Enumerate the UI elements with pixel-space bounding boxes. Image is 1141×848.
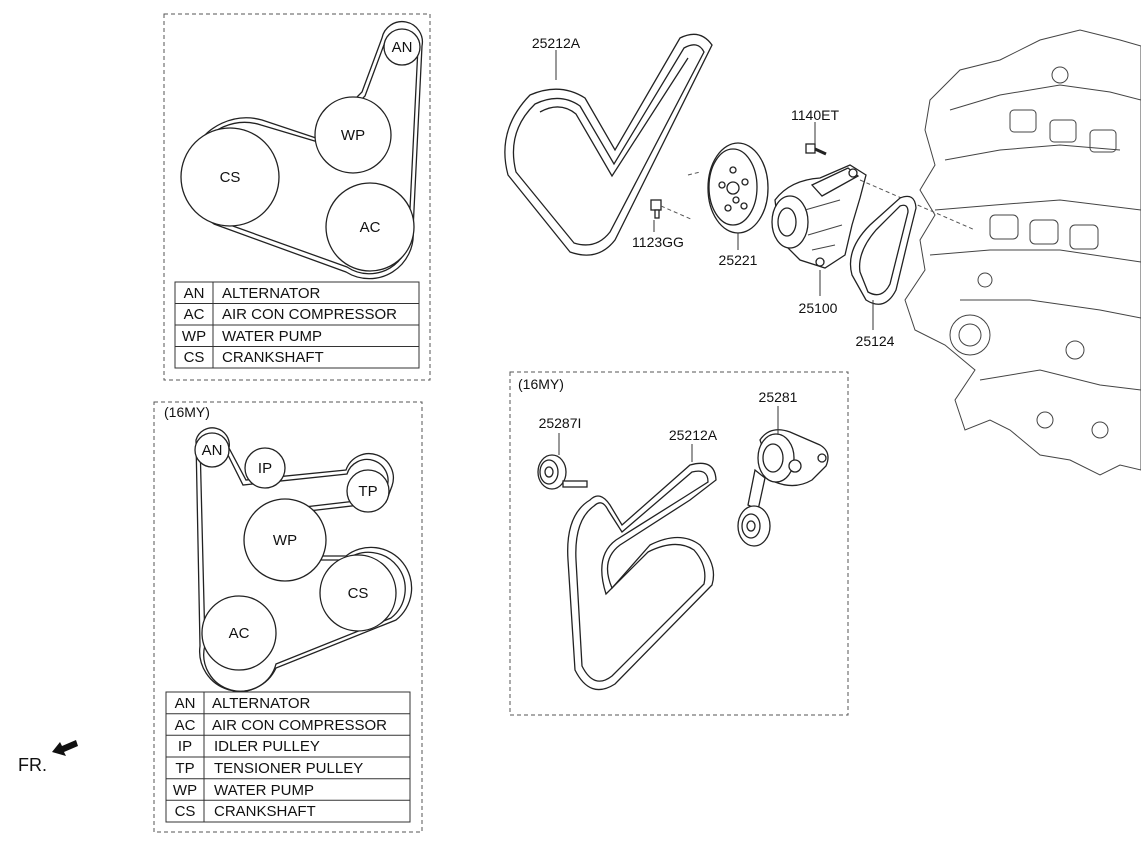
part-number-pump: 25100 <box>799 300 838 316</box>
legend-code: IP <box>178 738 192 755</box>
water-pump-25100 <box>771 164 867 269</box>
legend-code: AC <box>184 306 205 323</box>
pulley-label-ac: AC <box>229 625 250 642</box>
aircon-pulley <box>201 595 277 671</box>
bolt-1123gg <box>650 199 662 219</box>
leader-dashed <box>687 171 701 176</box>
drive-belt-inner <box>512 44 705 246</box>
legend-name: WATER PUMP <box>222 328 322 345</box>
part-number-bolt-pulley: 1123GG <box>632 234 684 250</box>
water-pump-assembly: 25212A 1140ET 1123GG 25221 25100 25124 <box>504 33 976 349</box>
legend-code: CS <box>184 349 205 366</box>
belt-layout-panel: AN WP CS AC AN ALTERNATOR AC AIR CON COM… <box>163 13 431 381</box>
bolt-1140et <box>805 143 827 156</box>
legend-code: WP <box>182 328 206 345</box>
legend-name: AIR CON COMPRESSOR <box>222 306 397 323</box>
alternator-pulley <box>383 28 421 66</box>
pulley-label-cs: CS <box>220 169 241 186</box>
crankshaft-pulley <box>319 554 397 632</box>
tensioner-25281 <box>737 429 829 547</box>
part-number-gasket: 25124 <box>856 333 895 349</box>
pulley-label-tp: TP <box>358 483 377 500</box>
water-pump-pulley <box>314 96 392 174</box>
legend-name: WATER PUMP <box>214 782 314 799</box>
legend-name: CRANKSHAFT <box>222 349 324 366</box>
front-direction-marker: FR. <box>18 740 78 775</box>
drive-belt-16my <box>567 462 717 691</box>
leader-dashed <box>660 205 694 221</box>
belt-route <box>187 20 424 280</box>
legend-code: WP <box>173 782 197 799</box>
idler-pulley <box>244 447 286 489</box>
legend-name: ALTERNATOR <box>212 695 311 712</box>
legend-table: AN ALTERNATOR AC AIR CON COMPRESSOR IP I… <box>165 691 411 823</box>
pulley-label-an: AN <box>202 442 223 459</box>
panel-border <box>153 401 423 833</box>
model-year-tag: (16MY) <box>164 404 210 420</box>
part-number-pulley: 25221 <box>719 252 758 268</box>
gasket-25124 <box>849 195 917 305</box>
pulley-label-wp: WP <box>273 532 297 549</box>
pulley-label-wp: WP <box>341 127 365 144</box>
crankshaft-pulley <box>180 127 280 227</box>
pulley-label-ip: IP <box>258 460 272 477</box>
engine-block-illustration <box>904 29 1141 476</box>
legend-name: CRANKSHAFT <box>214 803 316 820</box>
water-pump-pulley <box>243 498 327 582</box>
front-label: FR. <box>18 755 47 775</box>
drive-belt-rib <box>539 57 689 178</box>
panel-border <box>509 371 849 716</box>
panel-border <box>163 13 431 381</box>
front-arrow-icon <box>52 740 78 756</box>
aircon-pulley <box>325 182 415 272</box>
part-number-tensioner: 25281 <box>759 389 798 405</box>
part-number-belt-16my: 25212A <box>669 427 718 443</box>
legend-name: IDLER PULLEY <box>214 738 320 755</box>
legend-table: AN ALTERNATOR AC AIR CON COMPRESSOR WP W… <box>174 281 420 369</box>
legend-code: AN <box>184 285 205 302</box>
alternator-pulley <box>194 432 230 468</box>
legend-name: ALTERNATOR <box>222 285 321 302</box>
belt-layout-panel-16my: (16MY) AN IP TP WP CS AC AN ALTERNATOR A… <box>153 401 423 833</box>
tensioner-pulley <box>346 469 390 513</box>
pump-pulley-25221 <box>707 142 769 234</box>
pulley-label-ac: AC <box>360 219 381 236</box>
parts-panel-16my: (16MY) 25287I 25212A 25281 <box>509 371 849 716</box>
legend-name: AIR CON COMPRESSOR <box>212 717 387 734</box>
idler-pulley-25287i <box>537 454 588 490</box>
legend-code: AN <box>175 695 196 712</box>
legend-code: AC <box>175 717 196 734</box>
drive-belt-16my-inner <box>575 470 709 682</box>
pulley-label-cs: CS <box>348 585 369 602</box>
part-number-idler: 25287I <box>539 415 582 431</box>
part-number-bolt-pump: 1140ET <box>791 107 839 123</box>
legend-name: TENSIONER PULLEY <box>214 760 363 777</box>
drive-belt <box>504 33 713 256</box>
model-year-tag: (16MY) <box>518 376 564 392</box>
part-number-belt: 25212A <box>532 35 581 51</box>
pulley-label-an: AN <box>392 39 413 56</box>
legend-code: TP <box>175 760 194 777</box>
legend-code: CS <box>175 803 196 820</box>
